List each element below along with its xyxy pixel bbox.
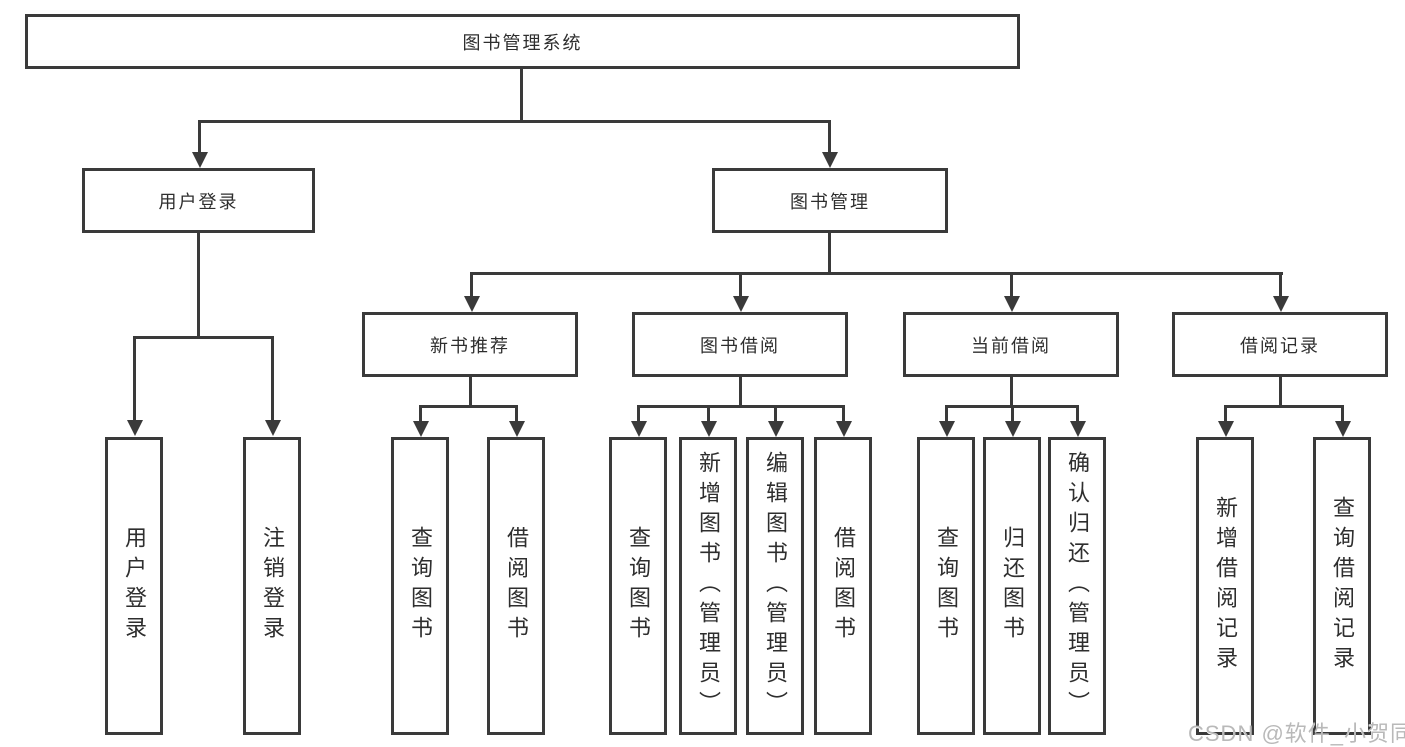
arrowhead-down-icon [1218, 421, 1234, 437]
arrowhead-down-icon [265, 420, 281, 436]
connector-line-v [1279, 377, 1282, 408]
connector-line-v [774, 405, 777, 423]
connector-line-v [842, 405, 845, 423]
node-borrow-records: 借阅记录 [1172, 312, 1388, 377]
connector-line-v [945, 405, 948, 423]
connector-line-v [1279, 272, 1282, 298]
arrowhead-down-icon [836, 421, 852, 437]
arrowhead-down-icon [701, 421, 717, 437]
arrowhead-down-icon [631, 421, 647, 437]
connector-line-v [520, 69, 523, 122]
connector-line-v [1011, 405, 1014, 423]
connector-line-v [828, 233, 831, 275]
connector-line-v [271, 336, 274, 422]
connector-line-h [1224, 405, 1343, 408]
node-current-borrow: 当前借阅 [903, 312, 1119, 377]
connector-line-v [637, 405, 640, 423]
connector-line-v [739, 377, 742, 408]
node-book-management-module: 图书管理 [712, 168, 948, 233]
node-leaf-borrow-books-recommend: 借阅图书 [487, 437, 545, 735]
connector-line-v [197, 233, 200, 339]
connector-line-h [198, 120, 831, 123]
connector-line-v [739, 272, 742, 298]
node-book-borrow: 图书借阅 [632, 312, 848, 377]
connector-line-v [469, 377, 472, 408]
node-leaf-query-books-borrow: 查询图书 [609, 437, 667, 735]
connector-line-v [133, 336, 136, 422]
node-leaf-add-borrow-record: 新增借阅记录 [1196, 437, 1254, 735]
connector-line-v [1010, 377, 1013, 408]
node-user-login-module: 用户登录 [82, 168, 315, 233]
arrowhead-down-icon [1005, 421, 1021, 437]
connector-line-v [419, 405, 422, 423]
node-new-book-recommend: 新书推荐 [362, 312, 578, 377]
arrowhead-down-icon [1070, 421, 1086, 437]
node-leaf-return-books: 归还图书 [983, 437, 1041, 735]
node-leaf-user-login: 用户登录 [105, 437, 163, 735]
node-leaf-query-books-recommend: 查询图书 [391, 437, 449, 735]
connector-line-v [1010, 272, 1013, 298]
arrowhead-down-icon [1004, 296, 1020, 312]
connector-line-v [198, 120, 201, 154]
arrowhead-down-icon [1335, 421, 1351, 437]
node-root-system: 图书管理系统 [25, 14, 1020, 69]
node-leaf-query-borrow-record: 查询借阅记录 [1313, 437, 1371, 735]
connector-line-h [133, 336, 274, 339]
csdn-watermark: CSDN @软件_小贺同学 [1188, 721, 1405, 746]
arrowhead-down-icon [1273, 296, 1289, 312]
node-leaf-confirm-return-admin: 确认归还（管理员） [1048, 437, 1106, 735]
node-leaf-borrow-books: 借阅图书 [814, 437, 872, 735]
connector-line-v [1341, 405, 1344, 423]
arrowhead-down-icon [509, 421, 525, 437]
arrowhead-down-icon [413, 421, 429, 437]
arrowhead-down-icon [127, 420, 143, 436]
arrowhead-down-icon [768, 421, 784, 437]
connector-line-v [515, 405, 518, 423]
node-leaf-edit-books-admin: 编辑图书（管理员） [746, 437, 804, 735]
connector-line-v [470, 272, 473, 298]
connector-line-v [707, 405, 710, 423]
arrowhead-down-icon [733, 296, 749, 312]
connector-line-v [828, 120, 831, 154]
node-leaf-query-books-current: 查询图书 [917, 437, 975, 735]
arrowhead-down-icon [464, 296, 480, 312]
connector-line-h [419, 405, 518, 408]
node-leaf-add-books-admin: 新增图书（管理员） [679, 437, 737, 735]
connector-line-v [1076, 405, 1079, 423]
connector-line-v [1224, 405, 1227, 423]
node-leaf-logout: 注销登录 [243, 437, 301, 735]
arrowhead-down-icon [822, 152, 838, 168]
arrowhead-down-icon [192, 152, 208, 168]
connector-line-h [470, 272, 1283, 275]
connector-line-h [637, 405, 845, 408]
arrowhead-down-icon [939, 421, 955, 437]
